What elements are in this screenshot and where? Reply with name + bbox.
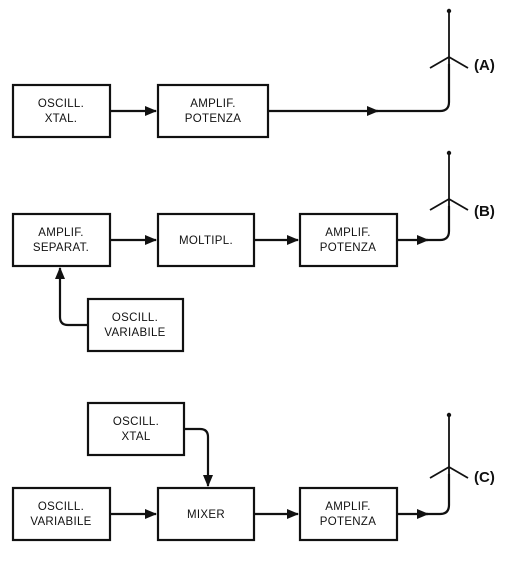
block-c-mixer [156,486,256,542]
label-a: (A) [474,57,495,74]
wire-b-osc-to-sep [55,267,88,327]
block-b-moltipl-label: MOLTIPL. [179,235,233,247]
diagram-a: OSCILL. XTAL. AMPLIF. POTENZA (A) [11,8,495,139]
block-b-amplif-separat [11,212,112,268]
wire-c-to-antenna [426,474,451,516]
block-b-amplif-potenza-line1: AMPLIF. [325,227,371,239]
block-a-oscill-xtal [11,83,112,139]
block-a-oscill-xtal-line2: XTAL. [45,113,78,125]
block-c-amplif-potenza-line1: AMPLIF. [325,501,371,513]
block-c-oscill-xtal-line2: XTAL [121,431,150,443]
block-c-oscill-variabile-line1: OSCILL. [38,501,84,513]
wire-c-xtal-to-mixer [184,427,213,487]
antenna-c-icon [429,412,469,479]
block-b-amplif-separat-line1: AMPLIF. [38,227,84,239]
antenna-b-icon [429,150,469,211]
label-b: (B) [474,203,495,220]
diagram-b: AMPLIF. SEPARAT. MOLTIPL. AMPLIF. POTENZ… [11,150,495,353]
block-a-amplif-potenza-line1: AMPLIF. [190,98,236,110]
block-c-oscill-xtal-line1: OSCILL. [113,416,159,428]
label-c: (C) [474,469,495,486]
block-b-oscill-variabile-line2: VARIABILE [104,327,165,339]
block-b-oscill-variabile-line1: OSCILL. [112,312,158,324]
wire-b-to-antenna [426,206,451,242]
block-c-amplif-potenza [298,486,399,542]
block-c-oscill-xtal [86,401,186,457]
block-b-amplif-potenza-line2: POTENZA [320,242,376,254]
block-b-amplif-potenza [298,212,399,268]
block-a-oscill-xtal-line1: OSCILL. [38,98,84,110]
block-c-oscill-variabile [11,486,112,542]
block-b-amplif-separat-line2: SEPARAT. [33,242,89,254]
block-a-amplif-potenza [156,83,270,139]
diagram-c: OSCILL. XTAL OSCILL. VARIABILE MIXER AMP… [11,401,495,542]
wire-a-to-antenna [376,64,451,113]
antenna-a-icon [429,8,469,69]
block-b-moltipl [156,212,256,268]
block-b-oscill-variabile [86,297,185,353]
block-c-oscill-variabile-line2: VARIABILE [30,516,91,528]
block-a-amplif-potenza-line2: POTENZA [185,113,241,125]
block-c-mixer-label: MIXER [187,509,225,521]
block-c-amplif-potenza-line2: POTENZA [320,516,376,528]
